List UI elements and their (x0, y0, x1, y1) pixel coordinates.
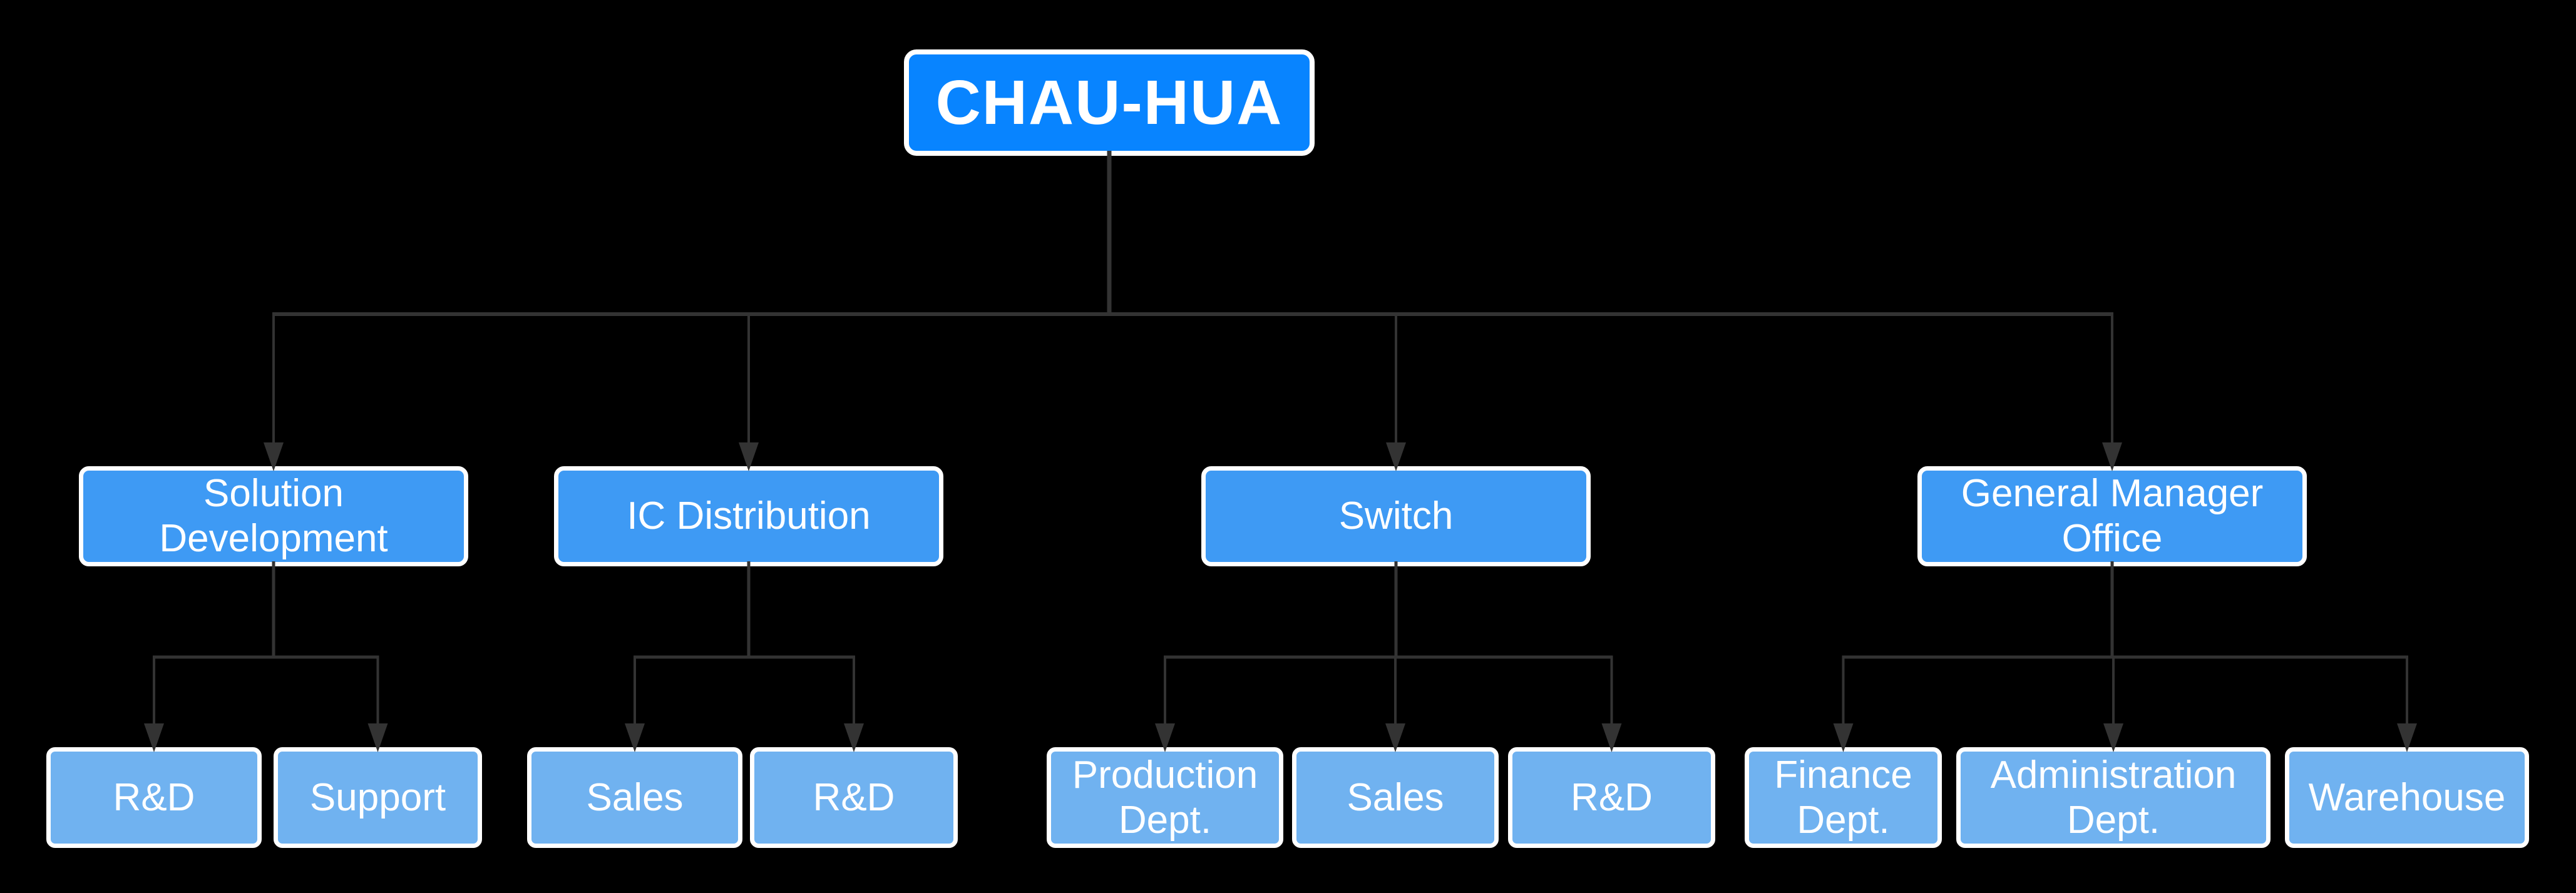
node-ic-distribution[interactable]: IC Distribution (554, 466, 943, 566)
node-chau-hua[interactable]: CHAU-HUA (904, 49, 1315, 156)
node-general-manager-office[interactable]: General Manager Office (1917, 466, 2307, 566)
node-gm-warehouse[interactable]: Warehouse (2285, 747, 2529, 848)
node-solution-development[interactable]: Solution Development (79, 466, 468, 566)
node-sd-rd[interactable]: R&D (46, 747, 262, 848)
node-sd-support[interactable]: Support (274, 747, 482, 848)
node-ic-sales[interactable]: Sales (527, 747, 742, 848)
node-gm-administration-dept[interactable]: Administration Dept. (1956, 747, 2271, 848)
node-sw-rd[interactable]: R&D (1508, 747, 1715, 848)
node-switch[interactable]: Switch (1201, 466, 1591, 566)
node-sw-production-dept[interactable]: Production Dept. (1047, 747, 1283, 848)
node-ic-rd[interactable]: R&D (750, 747, 958, 848)
node-gm-finance-dept[interactable]: Finance Dept. (1745, 747, 1942, 848)
node-sw-sales[interactable]: Sales (1292, 747, 1499, 848)
